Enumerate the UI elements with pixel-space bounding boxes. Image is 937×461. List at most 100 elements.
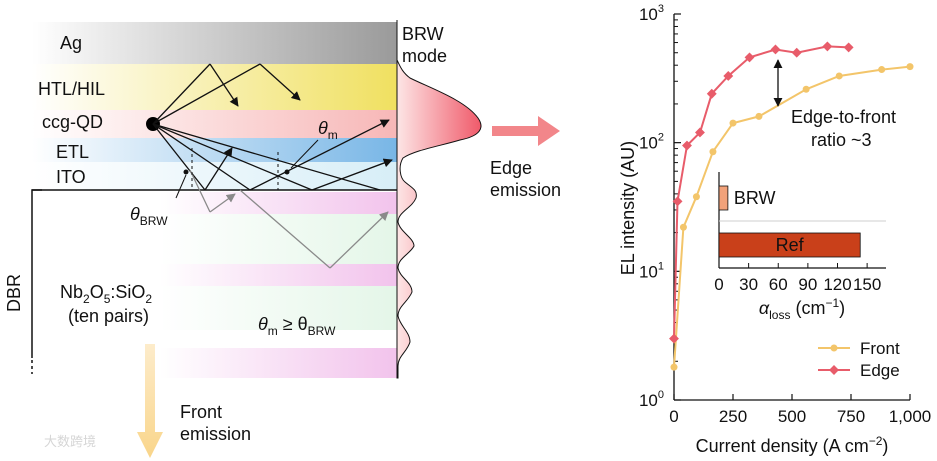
label-theta-m: θm: [318, 118, 338, 142]
label-dbr-pairs: (ten pairs): [68, 306, 149, 326]
label-etl: ETL: [56, 142, 89, 162]
inset-x-tick-label: 90: [798, 275, 817, 294]
front-emission-arrow: [137, 344, 163, 458]
inset-x-tick-label: 150: [853, 275, 881, 294]
ray-6b: [204, 147, 233, 191]
label-brw-mode-2: mode: [402, 46, 447, 66]
front-point: [755, 112, 763, 120]
label-edge-emission-1: Edge: [490, 158, 532, 178]
inset-x-tick-label: 0: [714, 275, 723, 294]
ray-4b: [249, 119, 390, 191]
front-point: [835, 72, 843, 80]
inset-bars: BRW Ref: [718, 185, 861, 258]
angle-dot-m: [284, 169, 290, 175]
dbr-layer-2: [160, 214, 397, 264]
front-point: [729, 119, 737, 127]
inset-bar-ref: [718, 232, 861, 258]
watermark-text: 大数跨境: [44, 435, 96, 450]
edge-emission-arrow: [492, 116, 560, 146]
qd-layer: [32, 110, 397, 138]
y-ticks: 100 101 102 103: [639, 3, 681, 410]
light-rays: [152, 63, 393, 191]
ag-layer: [32, 22, 397, 64]
edge-point: [672, 196, 683, 207]
label-condition: θm ≥ θBRW: [258, 314, 336, 338]
ray-5: [152, 123, 313, 191]
edge-point: [723, 71, 734, 81]
x-tick-label: 1,000: [889, 407, 932, 426]
edge-point: [770, 44, 781, 55]
dbr-layer-1: [160, 192, 397, 214]
inset-x-tick-label: 120: [823, 275, 851, 294]
edge-point: [744, 52, 755, 63]
y-axis-label: EL intensity (AU): [618, 141, 638, 275]
series-layer: [669, 41, 914, 371]
dbr-layer-3: [160, 264, 397, 286]
ray-2: [152, 63, 261, 125]
front-series-line: [673, 65, 911, 368]
label-ito: ITO: [56, 167, 86, 187]
brw-mode-profile: [396, 20, 482, 379]
legend-marker-front: [830, 344, 838, 352]
ray-2b: [259, 63, 301, 101]
x-axis-label: Current density (A cm−2): [696, 434, 889, 456]
inset-bar-label: Ref: [776, 235, 805, 255]
inset-bar-label: BRW: [734, 188, 776, 208]
annotation-ratio-2: ratio ~3: [811, 130, 872, 150]
x-tick-label: 250: [719, 407, 747, 426]
dbr-layer-5: [160, 348, 397, 378]
ray-1: [152, 63, 211, 125]
edge-point: [669, 333, 679, 344]
y-tick-label: 103: [639, 3, 664, 24]
device-schematic: Ag HTL/HIL ccg-QD ETL ITO DBR Nb2O5:SiO2…: [4, 20, 561, 458]
theta-m-leader: [290, 139, 319, 169]
front-point: [692, 193, 700, 201]
edge-point: [695, 127, 705, 138]
ray-6: [152, 123, 206, 191]
theta-brw-leader: [175, 174, 187, 199]
label-theta-brw: θBRW: [130, 204, 168, 228]
label-htl: HTL/HIL: [38, 79, 105, 99]
y-tick-label: 102: [639, 132, 664, 153]
front-point: [670, 363, 678, 371]
label-front-emission-1: Front: [180, 402, 222, 422]
front-point: [906, 63, 914, 71]
front-point: [878, 66, 886, 74]
x-ticks: 0 250 500 750 1,000: [669, 394, 931, 426]
label-front-emission-2: emission: [180, 424, 251, 444]
y-tick-label: 101: [639, 260, 664, 281]
x-tick-label: 0: [669, 407, 678, 426]
edge-point: [791, 47, 802, 58]
label-edge-emission-2: emission: [490, 180, 561, 200]
dbr-layer-4: [160, 286, 397, 330]
ray-5b: [311, 158, 393, 191]
label-dbr: DBR: [4, 274, 24, 312]
ray-1b: [209, 63, 239, 107]
grey-ray-2: [239, 189, 331, 269]
edge-point: [822, 41, 833, 52]
inset-x-label: αloss (cm−1): [759, 296, 845, 322]
dbr-bracket: [31, 189, 42, 358]
edge-point: [682, 140, 692, 151]
grey-ray-2b: [329, 211, 389, 269]
grey-ray-1b: [209, 193, 236, 213]
label-brw-mode-1: BRW: [402, 24, 444, 44]
inset-bar-brw: [718, 185, 729, 211]
inset-x-tick-label: 30: [739, 275, 758, 294]
inset-x-tick-label: 60: [769, 275, 788, 294]
angle-dot-brw: [183, 169, 189, 175]
y-tick-label: 100: [639, 389, 664, 410]
x-tick-label: 750: [837, 407, 865, 426]
label-ag: Ag: [60, 33, 82, 53]
annotation-ratio-1: Edge-to-front: [791, 107, 896, 127]
front-point: [679, 223, 687, 231]
leaky-rays: [189, 169, 389, 269]
dbr-stack: [160, 192, 397, 378]
x-tick-label: 500: [778, 407, 806, 426]
front-point: [802, 85, 810, 93]
legend-label-edge: Edge: [860, 361, 900, 380]
